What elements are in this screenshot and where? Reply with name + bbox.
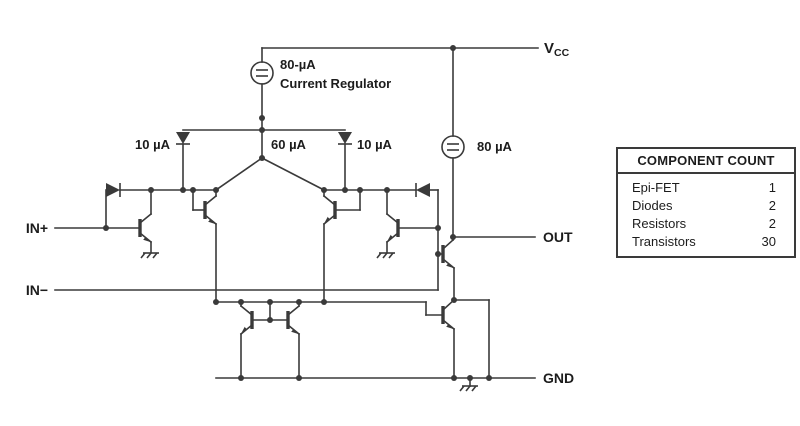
center-current-label: 60 µA [271,137,307,152]
diode-10ua-left [176,132,190,145]
component-count-title: COMPONENT COUNT [618,149,794,174]
circuit-wires [54,47,539,387]
current-regulator-symbol [250,61,274,85]
component-count: 2 [768,197,776,213]
transistor-input-left-inner [203,194,218,226]
left-current-label: 10 µA [135,137,171,152]
component-count-table: COMPONENT COUNT Epi-FET 1 Diodes 2 Resis… [616,147,796,258]
transistor-input-right-inner [322,194,337,226]
in-plus-label: IN+ [26,220,48,236]
diode-10ua-right [338,132,352,145]
component-name: Resistors [632,215,687,231]
transistor-mirror-right [286,304,301,336]
in-minus-label: IN− [26,282,48,298]
ground-symbol-left [140,252,159,259]
regulator-value-label: 80-µA [280,57,316,72]
component-row: Epi-FET 1 [618,178,794,196]
source-current-label: 80 µA [477,139,513,154]
component-count: 1 [768,179,776,195]
input-clamp-diode-right [415,183,430,197]
component-count-body: Epi-FET 1 Diodes 2 Resistors 2 Transisto… [618,174,794,256]
current-source-80ua-symbol [441,135,465,159]
vcc-label: VCC [544,40,570,59]
component-row: Resistors 2 [618,214,794,232]
component-count: 30 [761,233,776,249]
component-row: Transistors 30 [618,232,794,250]
junction-dots [103,45,492,381]
component-count: 2 [768,215,776,231]
right-current-label: 10 µA [357,137,393,152]
ground-symbol-bottom [459,385,478,392]
regulator-name-label: Current Regulator [280,76,391,91]
transistor-mirror-left [239,304,254,336]
transistor-output-upper [441,238,456,270]
component-name: Transistors [632,233,696,249]
component-name: Diodes [632,197,673,213]
transistor-output-lower [441,298,456,331]
component-name: Epi-FET [632,179,680,195]
transistor-input-right-outer [385,212,400,244]
input-clamp-diode-left [106,183,121,197]
out-label: OUT [543,229,573,245]
ground-symbol-right [376,252,395,259]
transistor-input-left-outer [138,212,153,244]
component-row: Diodes 2 [618,196,794,214]
gnd-label: GND [543,370,574,386]
